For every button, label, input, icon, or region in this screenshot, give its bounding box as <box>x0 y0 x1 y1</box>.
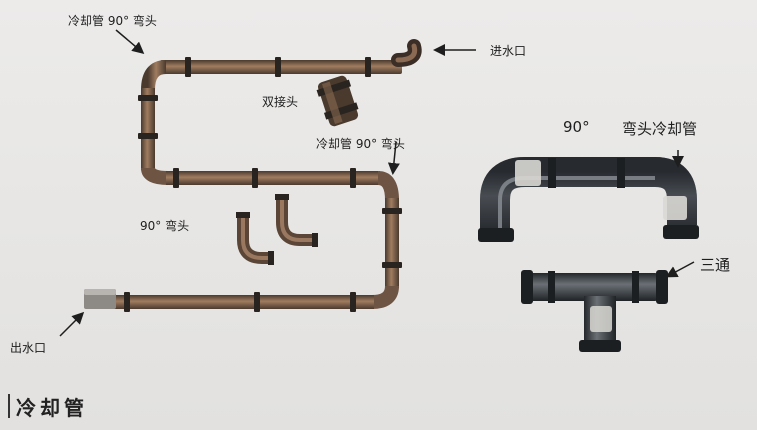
elbow90-top-label: 冷却管 90° 弯头 <box>68 14 157 28</box>
double-joint-part <box>316 75 359 127</box>
big-90-label: 90° <box>563 118 590 136</box>
inlet-label: 进水口 <box>490 44 527 58</box>
small-elbow-parts <box>236 194 318 265</box>
large-elbow-cooling-pipe <box>478 157 699 242</box>
elbow90-parts-label: 90° 弯头 <box>140 219 190 233</box>
outlet-label: 出水口 <box>10 341 47 355</box>
elbow90-mid-label: 冷却管 90° 弯头 <box>316 137 405 151</box>
double-joint-label: 双接头 <box>262 95 299 109</box>
tee-fitting <box>521 270 668 352</box>
cooling-pipe-assembly <box>84 39 422 312</box>
annotation-arrows <box>59 29 695 337</box>
section-divider <box>8 394 10 418</box>
tee-label: 三通 <box>700 256 731 274</box>
section-title: 冷却管 <box>16 396 88 420</box>
big-elbow-label: 弯头冷却管 <box>622 120 698 138</box>
